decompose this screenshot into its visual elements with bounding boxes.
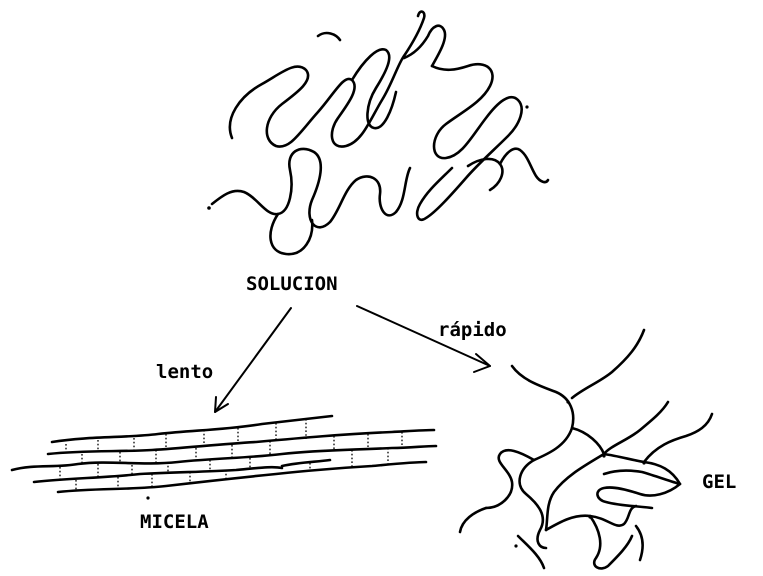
solution-chain-3 — [404, 12, 424, 56]
gel-chain-11 — [460, 508, 486, 532]
solution-chain-1 — [230, 56, 404, 147]
micelle-strand-2 — [48, 430, 434, 454]
micelle-strand-6 — [282, 460, 330, 466]
gel-chain-5 — [486, 450, 534, 508]
gel-chain-8 — [597, 471, 680, 508]
gel-network — [460, 330, 712, 568]
micelle-chains — [12, 416, 436, 500]
solution-chains — [207, 12, 548, 255]
solution-label: SOLUCION — [246, 273, 338, 295]
edge-label-slow: lento — [156, 361, 213, 383]
gel-chain-12 — [518, 536, 544, 568]
gel-chain-13 — [636, 526, 643, 560]
micelle-strand-4 — [34, 467, 282, 482]
arrow-to-micelle — [215, 308, 291, 412]
solution-chain-8 — [417, 64, 522, 220]
solution-chain-6 — [212, 149, 410, 227]
micelle-label: MICELA — [140, 511, 209, 533]
solution-chain-9 — [468, 159, 502, 190]
gel-label: GEL — [702, 471, 736, 493]
solution-chain-2 — [318, 33, 340, 40]
solution-chain-7 — [270, 214, 312, 254]
solution-chain-10 — [500, 149, 548, 182]
gel-chain-2 — [572, 330, 644, 398]
gel-chain-7 — [644, 414, 712, 462]
gel-chain-4 — [546, 454, 604, 530]
edge-label-fast: rápido — [438, 319, 507, 341]
gel-chain-3 — [572, 402, 668, 454]
